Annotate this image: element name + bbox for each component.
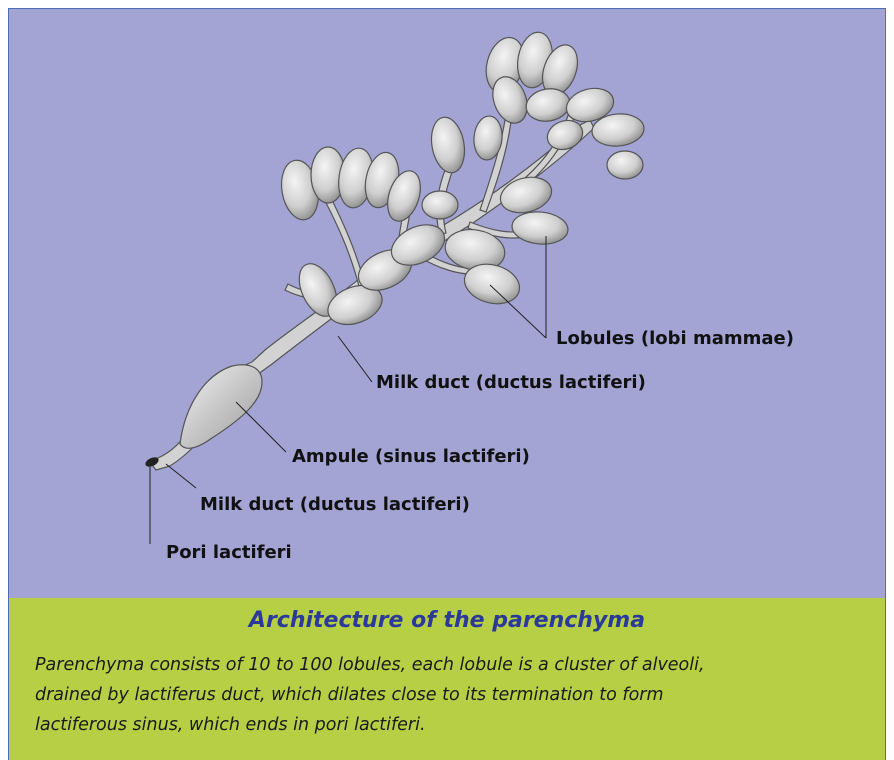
leader-ampule: [236, 402, 286, 452]
label-milk-duct-upper: Milk duct (ductus lactiferi): [376, 372, 646, 393]
label-lobules: Lobules (lobi mammae): [556, 328, 794, 349]
label-milk-duct-lower: Milk duct (ductus lactiferi): [200, 494, 470, 515]
label-pori-lactiferi: Pori lactiferi: [166, 542, 292, 563]
lobule-cluster: [277, 29, 645, 331]
leader-milk-duct-lower: [166, 464, 196, 488]
caption-line: lactiferous sinus, which ends in pori la…: [35, 710, 865, 740]
label-ampule: Ampule (sinus lactiferi): [292, 446, 530, 467]
caption-title: Architecture of the parenchyma: [9, 608, 885, 633]
ampulla-sinus: [180, 365, 262, 448]
caption-body: Parenchyma consists of 10 to 100 lobules…: [35, 650, 865, 740]
leader-milk-duct-upper: [338, 336, 372, 382]
caption-panel: Architecture of the parenchyma Parenchym…: [8, 598, 886, 760]
caption-line: drained by lactiferus duct, which dilate…: [35, 680, 865, 710]
caption-line: Parenchyma consists of 10 to 100 lobules…: [35, 650, 865, 680]
